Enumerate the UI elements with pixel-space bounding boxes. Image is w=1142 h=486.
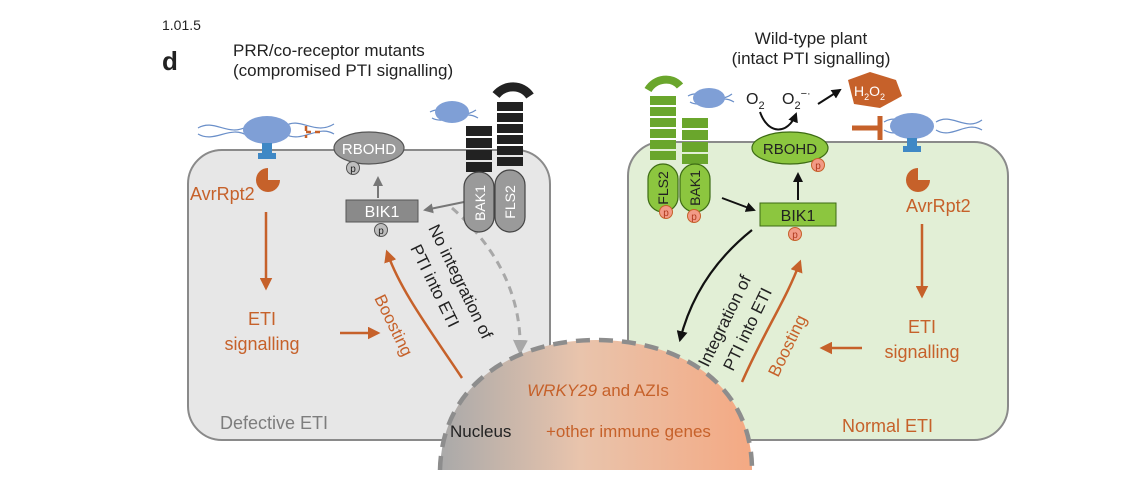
nucleus-envelope [437, 337, 755, 471]
left-title-line1: PRR/co-receptor mutants [233, 41, 425, 60]
left-fls2-label: FLS2 [502, 185, 518, 219]
h2o2-shape [848, 72, 902, 108]
h2o2-label: H2O2 [854, 83, 885, 102]
ros-to-h2o2-arrow [817, 88, 842, 105]
right-outcome-label: Normal ETI [842, 416, 933, 436]
left-rbohd-phospho [346, 161, 360, 175]
page-ref: 1.01.5 [162, 17, 201, 33]
right-effector-label: AvrRpt2 [906, 196, 971, 216]
nucleus-gene-label: WRKY29 and AZIs [527, 381, 669, 400]
right-bik1-label: BIK1 [781, 208, 816, 225]
left-outcome-label: Defective ETI [220, 413, 328, 433]
nucleus [440, 340, 752, 470]
left-effector-label: AvrRpt2 [190, 184, 255, 204]
left-dashed-to-nucleus-arrow [451, 206, 528, 355]
superoxide-label: O2−· [782, 88, 811, 112]
panel-letter: d [162, 46, 178, 76]
left-fls2-receptor: FLS2 [492, 82, 534, 233]
right-fls2-receptor: FLS2 [644, 75, 684, 213]
left-bik1 [345, 199, 419, 223]
right-flg22-ligand-icon [687, 88, 735, 108]
ros-conversion-arrow [759, 111, 798, 131]
left-flg22-ligand-icon [429, 101, 479, 123]
right-rbohd-phospho-label: p [815, 161, 821, 172]
left-receptor-icon [197, 116, 335, 159]
right-rbohd-label: RBOHD [763, 141, 817, 158]
right-receptor-icon [883, 113, 983, 152]
left-bik1-phospho-label: p [378, 226, 384, 237]
right-bik1-phospho-label: p [792, 230, 798, 241]
right-bak1-phospho-label: p [691, 212, 697, 223]
left-title-line2: (compromised PTI signalling) [233, 61, 453, 80]
h2o2-inhibition [852, 116, 883, 140]
left-inhibition-dashed [304, 126, 322, 138]
right-fls2-phospho [659, 205, 673, 219]
right-title-line2: (intact PTI signalling) [732, 49, 891, 68]
left-rbohd-phospho-label: p [350, 164, 356, 175]
left-bak1-receptor: BAK1 [463, 126, 495, 233]
left-avrrpt2-icon [256, 168, 280, 192]
right-integration-arrow [676, 229, 753, 343]
right-fls2-label: FLS2 [655, 171, 671, 205]
right-fls2-phospho-label: p [663, 208, 669, 219]
right-boosting-arrow [740, 259, 803, 383]
left-bik1-label: BIK1 [365, 204, 400, 221]
left-rbohd [333, 131, 405, 165]
right-bik1-phospho [788, 227, 802, 241]
left-bak1-to-bik1-arrow [423, 201, 465, 214]
left-eti-line2: signalling [224, 334, 299, 354]
right-title-line1: Wild-type plant [755, 29, 868, 48]
right-eti-line1: ETI [908, 317, 936, 337]
right-bik1 [759, 202, 837, 227]
right-bak1-phospho [687, 209, 701, 223]
right-rbohd [751, 131, 829, 165]
right-receptor-to-bik1-arrow [721, 197, 756, 212]
left-rbohd-label: RBOHD [342, 141, 396, 158]
right-avrrpt2-icon [906, 168, 930, 192]
right-eti-line2: signalling [884, 342, 959, 362]
right-bak1-receptor: BAK1 [679, 118, 711, 213]
nucleus-label: Nucleus [450, 422, 511, 441]
left-bak1-label: BAK1 [472, 185, 488, 221]
right-bak1-label: BAK1 [687, 170, 703, 206]
left-eti-line1: ETI [248, 309, 276, 329]
left-bik1-phospho [374, 223, 388, 237]
nucleus-other-genes: +other immune genes [546, 422, 711, 441]
right-rbohd-phospho [811, 158, 825, 172]
o2-label: O2 [746, 91, 765, 112]
left-boosting-arrow [384, 249, 464, 379]
